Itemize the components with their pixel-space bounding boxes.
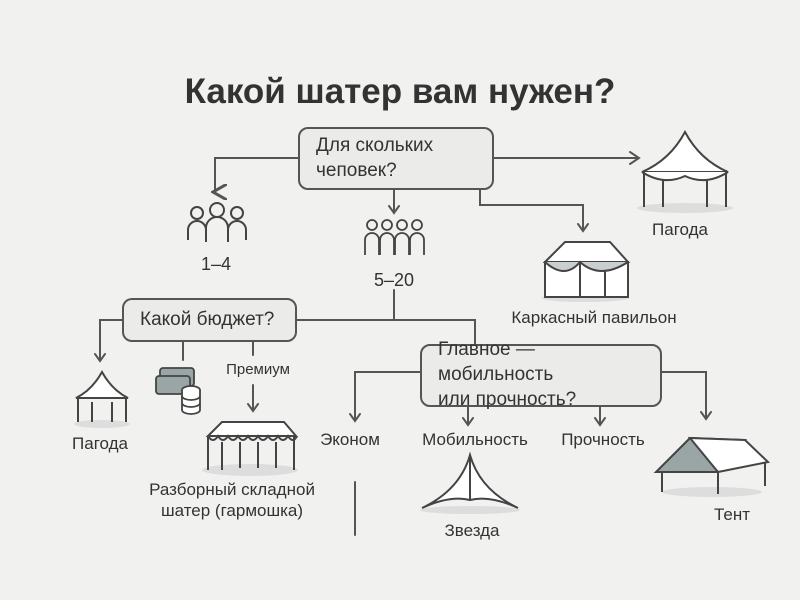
option-strength: Прочность: [561, 430, 645, 449]
result-star: Звезда: [444, 521, 500, 540]
arrow-to-pavilion: [479, 189, 584, 231]
group-small-label: 1–4: [200, 254, 232, 274]
pavilion-icon: [541, 241, 631, 302]
option-econom: Эконом: [320, 430, 380, 449]
group-large-label: 5–20: [373, 270, 415, 290]
question-people-count: Для скольких чеповек?: [298, 127, 494, 190]
page-title: Какой шатер вам нужен?: [184, 72, 616, 111]
connector-to-priority: [296, 319, 476, 346]
question-text-line: Для скольких: [316, 134, 434, 156]
question-text-line: или прочность?: [438, 388, 577, 410]
star-tent-icon: [420, 451, 520, 514]
people-small-icon: [187, 202, 247, 242]
result-pagoda-top: Пагода: [652, 220, 708, 239]
pagoda-large-icon: [637, 129, 733, 213]
option-mobility: Мобильность: [422, 430, 528, 449]
result-accordion-line1: Разборный складной: [149, 480, 315, 499]
question-text-line: чеповек?: [316, 159, 397, 181]
question-text: Какой бюджет?: [140, 308, 275, 330]
question-text-line: Главное — мобильность: [438, 339, 554, 386]
arrow-to-small-group: [215, 157, 299, 192]
result-pavilion: Каркасный павильон: [511, 308, 677, 327]
result-accordion-line2: шатер (гармошка): [160, 501, 304, 520]
pagoda-small-icon: [74, 369, 130, 428]
people-large-icon: [364, 219, 425, 255]
money-icon: [155, 367, 201, 415]
accordion-tent-icon: [202, 421, 299, 476]
arrow-to-small-pagoda: [99, 319, 123, 361]
result-pagoda-small: Пагода: [72, 434, 128, 453]
result-tent: Тент: [713, 505, 751, 524]
tent-icon: [653, 436, 771, 497]
question-budget: Какой бюджет?: [122, 298, 297, 342]
option-premium: Премиум: [226, 361, 290, 378]
